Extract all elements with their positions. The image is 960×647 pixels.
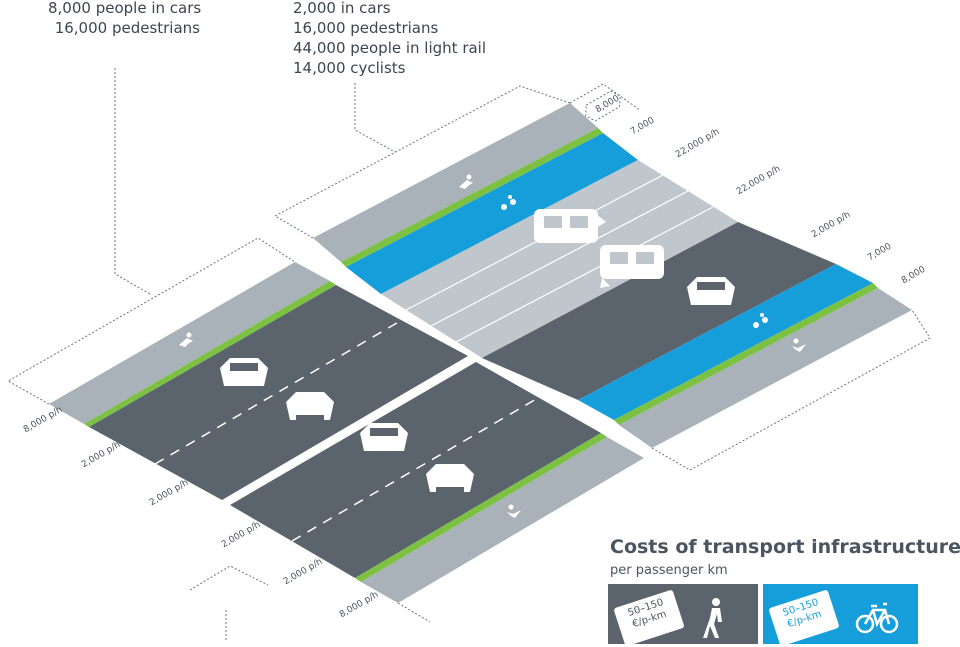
- capacity-label: 7,000: [629, 116, 657, 138]
- right-cycle-lane-top: [346, 133, 638, 294]
- pedestrian-icon: [703, 598, 722, 638]
- price-ticket: 50–150 €/p-km: [613, 589, 685, 647]
- leader-lines: [6, 68, 931, 640]
- capacity-label: 7,000: [866, 242, 894, 264]
- right-street: [313, 103, 912, 448]
- price-ticket: 50–150 €/p-km: [768, 589, 840, 647]
- capacity-label: 2,000 p/h: [220, 520, 262, 550]
- right-green-strip-top: [341, 128, 603, 267]
- car-icon: [687, 277, 735, 305]
- cyclist-icon: [501, 195, 516, 210]
- right-green-strip-bottom: [614, 283, 878, 425]
- capacity-label: 2,000 p/h: [810, 210, 852, 240]
- caption-line: 8,000 people in cars: [48, 0, 202, 17]
- legend-title: Costs of transport infrastructure: [610, 536, 960, 558]
- car-icon: [220, 358, 268, 386]
- pedestrian-icon: [792, 338, 806, 352]
- right-street-caption: 2,000 in cars 16,000 pedestrians 44,000 …: [293, 0, 486, 78]
- capacity-label: 2,000 p/h: [282, 557, 324, 587]
- pedestrian-icon: [507, 504, 521, 518]
- capacity-label: 2,000 p/h: [148, 478, 190, 508]
- capacity-label: 8,000 p/h: [338, 590, 380, 620]
- left-sidewalk-top: [49, 262, 330, 424]
- car-icon: [360, 423, 408, 451]
- left-green-strip-top: [84, 281, 336, 427]
- left-street-caption: 8,000 people in cars 16,000 pedestrians: [48, 0, 202, 38]
- left-street: [49, 262, 644, 603]
- left-green-strip-bottom: [355, 433, 607, 582]
- car-icon: [426, 464, 474, 495]
- rail-lines: [405, 174, 714, 343]
- pedestrian-icon: [459, 174, 473, 189]
- capacity-label: 2,000 p/h: [80, 440, 122, 470]
- car-icon: [286, 392, 334, 423]
- left-road-upper: [89, 285, 468, 500]
- right-cycle-lane-bottom: [578, 264, 873, 420]
- pedestrian-icon: [179, 332, 193, 347]
- caption-line: 44,000 people in light rail: [293, 39, 487, 57]
- left-road-lower: [230, 362, 601, 578]
- tram-icon: [600, 245, 664, 288]
- legend-subtitle: per passenger km: [610, 563, 728, 578]
- capacity-label: 22,000 p/h: [735, 164, 782, 197]
- left-sidewalk-bottom: [361, 437, 644, 603]
- lane-icons: [179, 174, 806, 518]
- bicycle-icon: [855, 602, 899, 634]
- capacity-label: 8,000: [594, 94, 622, 116]
- capacity-label: 22,000 p/h: [674, 127, 721, 160]
- caption-line: 16,000 pedestrians: [54, 19, 200, 37]
- caption-line: 14,000 cyclists: [293, 59, 406, 77]
- right-car-lane: [482, 222, 836, 400]
- tram-icon: [534, 209, 606, 243]
- capacity-label: 8,000 p/h: [22, 405, 64, 435]
- capacity-label: 8,000: [900, 265, 928, 287]
- cyclist-icon: [753, 313, 768, 328]
- cost-box-cycling: 50–150 €/p-km: [763, 584, 918, 647]
- right-sidewalk-top: [313, 103, 598, 262]
- caption-line: 2,000 in cars: [293, 0, 391, 17]
- right-sidewalk-bottom: [619, 288, 912, 448]
- caption-line: 16,000 pedestrians: [293, 19, 439, 37]
- cost-box-walking: 50–150 €/p-km: [608, 584, 758, 647]
